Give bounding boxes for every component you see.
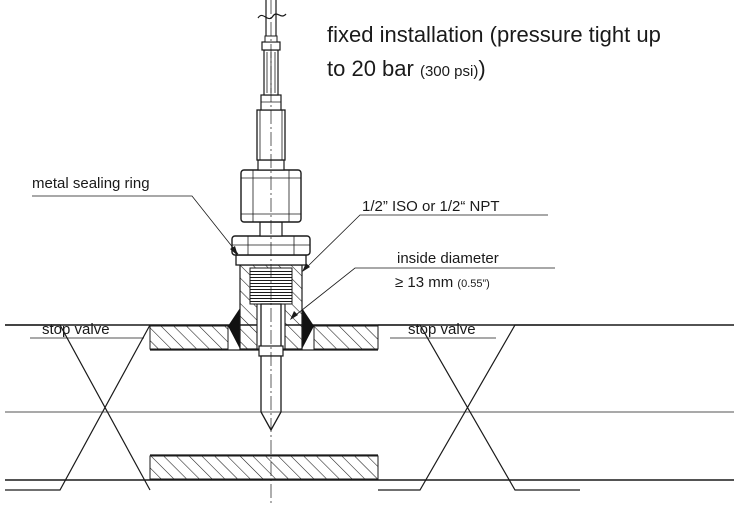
weld-left — [228, 308, 240, 349]
stop-valve-left-symbol — [5, 324, 151, 491]
label-stop-valve-right: stop valve — [408, 321, 476, 338]
pipe — [5, 324, 734, 481]
cable-break-mark — [257, 13, 287, 20]
label-inside-diameter: inside diameter — [397, 250, 499, 267]
weld-right — [302, 308, 314, 349]
pipe-wall-top-right — [313, 325, 379, 350]
pipe-wall-top-left — [149, 325, 229, 350]
stop-valve-right-symbol — [378, 324, 580, 491]
label-thread-spec: 1/2” ISO or 1/2“ NPT — [362, 198, 500, 215]
leader-thread-spec — [303, 214, 548, 271]
title-line-2: to 20 bar (300 psi)) — [327, 56, 486, 81]
pipe-wall-bottom — [149, 455, 379, 480]
leader-inside-diameter — [291, 267, 555, 319]
label-stop-valve-left: stop valve — [42, 321, 110, 338]
label-diameter-value: ≥ 13 mm (0.55”) — [395, 274, 490, 291]
title-line-1: fixed installation (pressure tight up — [327, 22, 661, 47]
leader-metal-sealing-ring — [32, 195, 239, 255]
label-metal-sealing-ring: metal sealing ring — [32, 175, 150, 192]
